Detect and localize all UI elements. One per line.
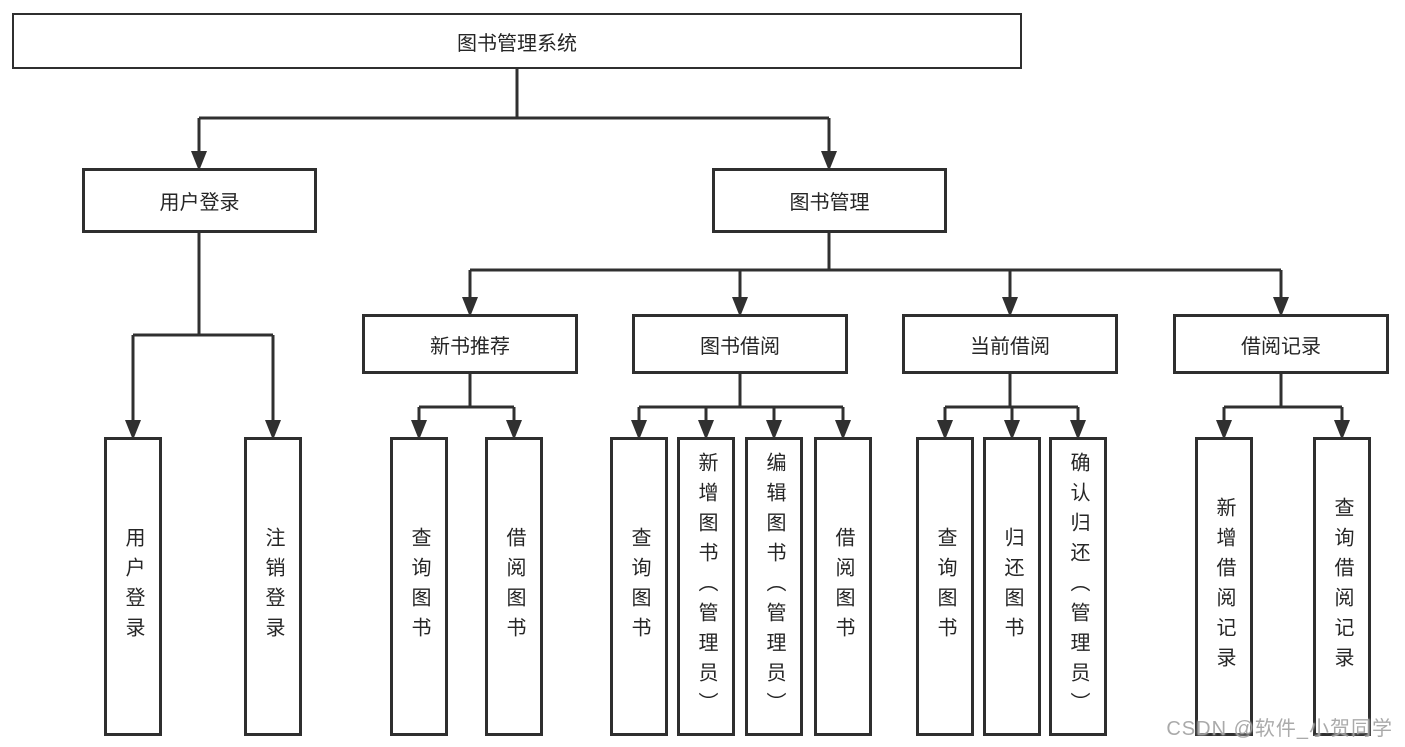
leaf-label: 查询图书 <box>408 526 430 647</box>
leaf-user-login: 用户登录 <box>104 437 162 736</box>
module-current-borrow: 当前借阅 <box>902 314 1118 374</box>
leaf-label: 编辑图书（管理员） <box>763 451 785 722</box>
leaf-label: 查询图书 <box>628 526 650 647</box>
leaf-label: 用户登录 <box>122 526 144 647</box>
leaf-label: 确认归还（管理员） <box>1067 451 1089 722</box>
leaf-label: 借阅图书 <box>832 526 854 647</box>
leaf-borrow-books-borrow: 借阅图书 <box>814 437 872 736</box>
leaf-label: 注销登录 <box>262 526 284 647</box>
leaf-label: 查询图书 <box>934 526 956 647</box>
leaf-query-books-recommend: 查询图书 <box>390 437 448 736</box>
leaf-label: 查询借阅记录 <box>1331 496 1353 677</box>
node-root: 图书管理系统 <box>12 13 1022 69</box>
leaf-label: 新增借阅记录 <box>1213 496 1235 677</box>
leaf-add-borrow-record: 新增借阅记录 <box>1195 437 1253 736</box>
node-user-login: 用户登录 <box>82 168 317 233</box>
leaf-label: 归还图书 <box>1001 526 1023 647</box>
leaf-label: 新增图书（管理员） <box>695 451 717 722</box>
leaf-query-borrow-record: 查询借阅记录 <box>1313 437 1371 736</box>
leaf-add-book-admin: 新增图书（管理员） <box>677 437 735 736</box>
leaf-confirm-return-admin: 确认归还（管理员） <box>1049 437 1107 736</box>
leaf-edit-book-admin: 编辑图书（管理员） <box>745 437 803 736</box>
leaf-return-book: 归还图书 <box>983 437 1041 736</box>
leaf-borrow-books-recommend: 借阅图书 <box>485 437 543 736</box>
node-book-management: 图书管理 <box>712 168 947 233</box>
module-borrow-records: 借阅记录 <box>1173 314 1389 374</box>
leaf-label: 借阅图书 <box>503 526 525 647</box>
module-book-borrow: 图书借阅 <box>632 314 848 374</box>
leaf-logout: 注销登录 <box>244 437 302 736</box>
leaf-query-books-current: 查询图书 <box>916 437 974 736</box>
module-new-book-recommend: 新书推荐 <box>362 314 578 374</box>
leaf-query-books-borrow: 查询图书 <box>610 437 668 736</box>
